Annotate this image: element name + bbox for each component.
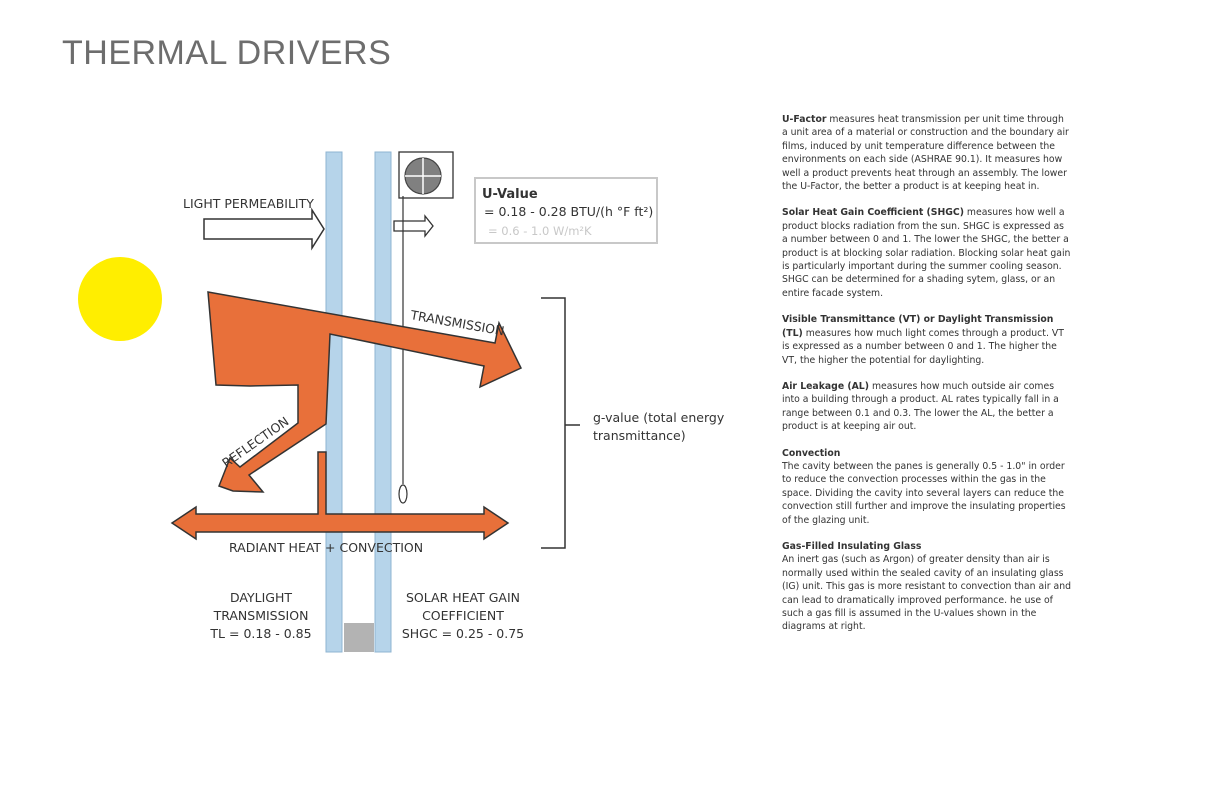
u-value-title: U-Value bbox=[482, 187, 538, 202]
outer-glass-pane bbox=[325, 151, 343, 653]
light-permeability-arrow bbox=[203, 207, 325, 251]
g-value-label-line1: g-value (total energy bbox=[593, 410, 725, 425]
definition-shgc: Solar Heat Gain Coefficient (SHGC) measu… bbox=[782, 206, 1072, 300]
definition-term: Gas-Filled Insulating Glass bbox=[782, 540, 922, 552]
radiant-heat-label: RADIANT HEAT + CONVECTION bbox=[229, 540, 423, 555]
u-value-imperial: = 0.18 - 0.28 BTU/(h °F ft²) bbox=[484, 204, 653, 219]
shgc-line1: SOLAR HEAT GAIN bbox=[406, 590, 520, 605]
daylight-line3: TL = 0.18 - 0.85 bbox=[209, 626, 311, 641]
definition-text: The cavity between the panes is generall… bbox=[782, 460, 1066, 526]
u-value-metric: = 0.6 - 1.0 W/m²K bbox=[488, 224, 592, 238]
g-value-label-line2: transmittance) bbox=[593, 428, 686, 443]
probe-weight-icon bbox=[398, 484, 408, 504]
definition-air-leakage: Air Leakage (AL) measures how much outsi… bbox=[782, 380, 1072, 434]
u-value-box bbox=[474, 177, 658, 244]
shgc-line3: SHGC = 0.25 - 0.75 bbox=[402, 626, 524, 641]
definition-term: Solar Heat Gain Coefficient (SHGC) bbox=[782, 207, 964, 219]
definition-text: An inert gas (such as Argon) of greater … bbox=[782, 554, 1071, 633]
definition-u-factor: U-Factor measures heat transmission per … bbox=[782, 113, 1072, 193]
daylight-line1: DAYLIGHT bbox=[230, 590, 292, 605]
radiant-heat-arrow bbox=[170, 451, 510, 541]
definition-vt: Visible Transmittance (VT) or Daylight T… bbox=[782, 313, 1072, 367]
light-permeability-inner-arrow bbox=[393, 214, 434, 238]
definitions-panel: U-Factor measures heat transmission per … bbox=[782, 113, 1072, 647]
definition-gas-filled: Gas-Filled Insulating Glass An inert gas … bbox=[782, 540, 1072, 634]
daylight-line2: TRANSMISSION bbox=[213, 608, 309, 623]
page-title: THERMAL DRIVERS bbox=[62, 34, 392, 72]
definition-text: measures how much outside air comes into… bbox=[782, 380, 1059, 433]
transmission-arrow bbox=[207, 291, 523, 493]
thermal-drivers-diagram: LIGHT PERMEABILITY U-Value = 0.18 - 0.28… bbox=[78, 151, 725, 653]
g-value-bracket bbox=[541, 297, 566, 549]
definition-text: measures heat transmission per unit time… bbox=[782, 114, 1069, 193]
sun-icon bbox=[78, 257, 162, 341]
definition-text: measures how well a product blocks radia… bbox=[782, 207, 1071, 299]
definition-term: U-Factor bbox=[782, 114, 827, 125]
definition-term: Air Leakage (AL) bbox=[782, 380, 869, 392]
inner-glass-pane bbox=[374, 151, 392, 653]
definition-text: measures how much light comes through a … bbox=[782, 327, 1064, 366]
shgc-line2: COEFFICIENT bbox=[422, 608, 504, 623]
spacer-block bbox=[344, 623, 374, 652]
definition-term: Visible Transmittance (VT) or Daylight T… bbox=[782, 314, 1054, 339]
light-permeability-label: LIGHT PERMEABILITY bbox=[183, 196, 314, 211]
definition-term: Convection bbox=[782, 447, 841, 459]
